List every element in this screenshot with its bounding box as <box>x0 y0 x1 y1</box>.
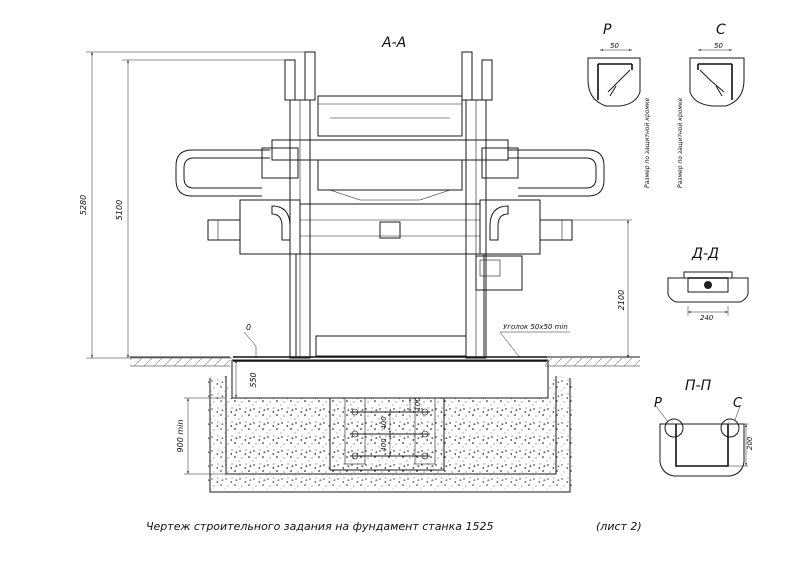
detail-pp-left-label: Р <box>654 396 662 411</box>
dim-bolt-100: 100 <box>414 397 422 411</box>
dim-foundation-min: 900 min <box>176 420 185 453</box>
ground-level <box>130 356 640 367</box>
detail-pp: П-П Р С 200 <box>654 378 754 477</box>
dimension-lines <box>86 51 632 475</box>
detail-c-label: С <box>716 22 726 38</box>
main-section: 5280 5100 2100 550 900 min 100 400 400 0… <box>79 35 640 493</box>
detail-pp-right-label: С <box>733 396 743 411</box>
machine-outline <box>175 51 605 359</box>
detail-pp-label: П-П <box>685 378 712 394</box>
detail-pp-dim: 200 <box>746 436 754 450</box>
detail-c-dim: 50 <box>714 42 723 50</box>
sheet-number: (лист 2) <box>596 520 642 533</box>
detail-p-dim: 50 <box>610 42 619 50</box>
detail-dd-dim: 240 <box>700 314 714 322</box>
zero-mark: 0 <box>246 323 251 332</box>
detail-dd: Д-Д 240 <box>667 246 749 322</box>
detail-p-note: Размер по защитной кромке <box>644 98 651 188</box>
detail-dd-label: Д-Д <box>691 246 719 262</box>
detail-p: Р 50 Размер по защитной кромке <box>587 22 651 188</box>
detail-c-note: Размер по защитной кромке <box>677 98 684 188</box>
section-title-main: А-А <box>381 35 406 51</box>
dim-height-2100: 2100 <box>617 290 626 310</box>
dim-bolt-400-a: 400 <box>380 416 388 430</box>
dim-bolt-400-b: 400 <box>380 438 388 452</box>
drawing-caption: Чертеж строительного задания на фундамен… <box>146 520 494 533</box>
dim-overall-height: 5280 <box>79 195 88 215</box>
dim-pit-550: 550 <box>249 372 258 387</box>
angle-note: Уголок 50х50 min <box>503 323 568 331</box>
detail-c: С 50 Размер по защитной кромке <box>677 22 745 188</box>
detail-p-label: Р <box>603 22 612 38</box>
dim-height-5100: 5100 <box>115 200 124 220</box>
